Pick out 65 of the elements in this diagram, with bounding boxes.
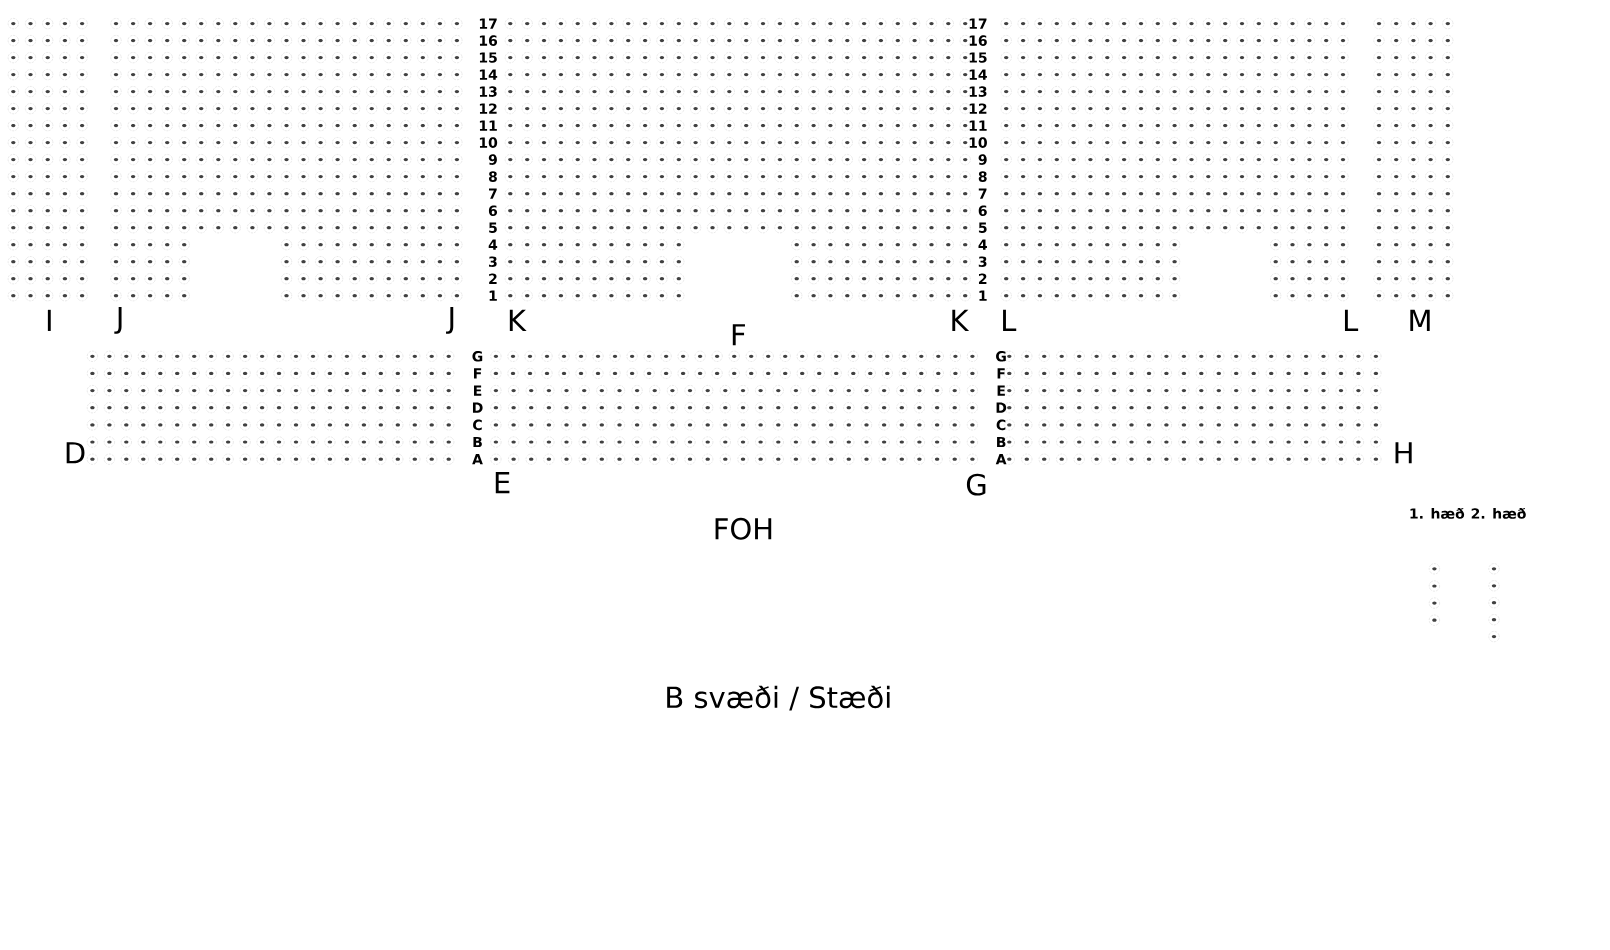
row-label: 16: [479, 35, 498, 46]
row-label: F: [997, 368, 1005, 379]
section-label: E: [495, 472, 510, 494]
row-label: 17: [969, 18, 987, 29]
floor-label: 2. hæð: [1471, 508, 1526, 519]
section-label: K: [509, 309, 527, 331]
row-label: 12: [479, 103, 497, 114]
row-label: A: [995, 454, 1007, 465]
row-label: A: [472, 454, 483, 465]
row-label: 1: [979, 290, 987, 301]
section-label: F: [732, 324, 745, 346]
row-label: 15: [479, 52, 497, 63]
row-label: B: [997, 436, 1006, 448]
row-label: G: [472, 351, 483, 362]
floor-label: 1. hæð: [1410, 508, 1465, 519]
row-label: 14: [969, 69, 987, 80]
row-label: 2: [979, 273, 987, 284]
row-label: 13: [479, 86, 497, 97]
row-label: 4: [978, 239, 987, 250]
row-label: 3: [489, 256, 497, 267]
row-label: 16: [969, 35, 987, 46]
section-label: G: [966, 473, 986, 496]
row-label: 9: [488, 154, 497, 165]
section-label: H: [1395, 442, 1412, 464]
row-label: 10: [969, 137, 987, 148]
row-label: 5: [978, 222, 987, 233]
row-label: 12: [969, 103, 987, 114]
row-label: F: [474, 368, 482, 379]
section-label: J: [446, 306, 454, 334]
row-label: 8: [488, 171, 497, 182]
section-label: FOH: [715, 517, 772, 540]
row-label: E: [997, 385, 1005, 396]
row-label: 11: [969, 120, 987, 131]
title: B svæði / Stæði: [667, 685, 890, 711]
row-label: 10: [479, 137, 498, 148]
row-label: E: [474, 385, 482, 396]
row-label: 6: [488, 205, 498, 216]
row-label: D: [473, 402, 483, 413]
row-label: 2: [489, 273, 497, 284]
row-label: 8: [978, 171, 987, 182]
section-label: L: [1344, 309, 1359, 331]
section-label: J: [114, 306, 122, 334]
row-label: 15: [969, 52, 987, 63]
row-label: 6: [978, 205, 987, 216]
row-label: 14: [479, 69, 498, 80]
row-label: 7: [978, 188, 987, 199]
row-label: 5: [489, 222, 497, 233]
row-label: D: [996, 402, 1007, 413]
row-label: 17: [479, 18, 497, 29]
row-label: B: [473, 436, 482, 448]
row-label: 7: [489, 188, 497, 199]
row-label: 11: [479, 120, 497, 131]
row-label: 13: [969, 86, 987, 97]
section-label: L: [1003, 309, 1017, 331]
row-label: 1: [489, 290, 497, 301]
row-label: 9: [978, 154, 987, 165]
section-label: D: [66, 442, 85, 464]
row-label: C: [996, 419, 1006, 431]
row-label: 3: [978, 256, 987, 267]
section-label: K: [952, 309, 970, 331]
row-label: 4: [488, 239, 498, 250]
section-label: I: [47, 309, 51, 331]
section-label: M: [1410, 309, 1430, 331]
row-label: C: [473, 419, 482, 431]
row-label: G: [996, 351, 1006, 362]
